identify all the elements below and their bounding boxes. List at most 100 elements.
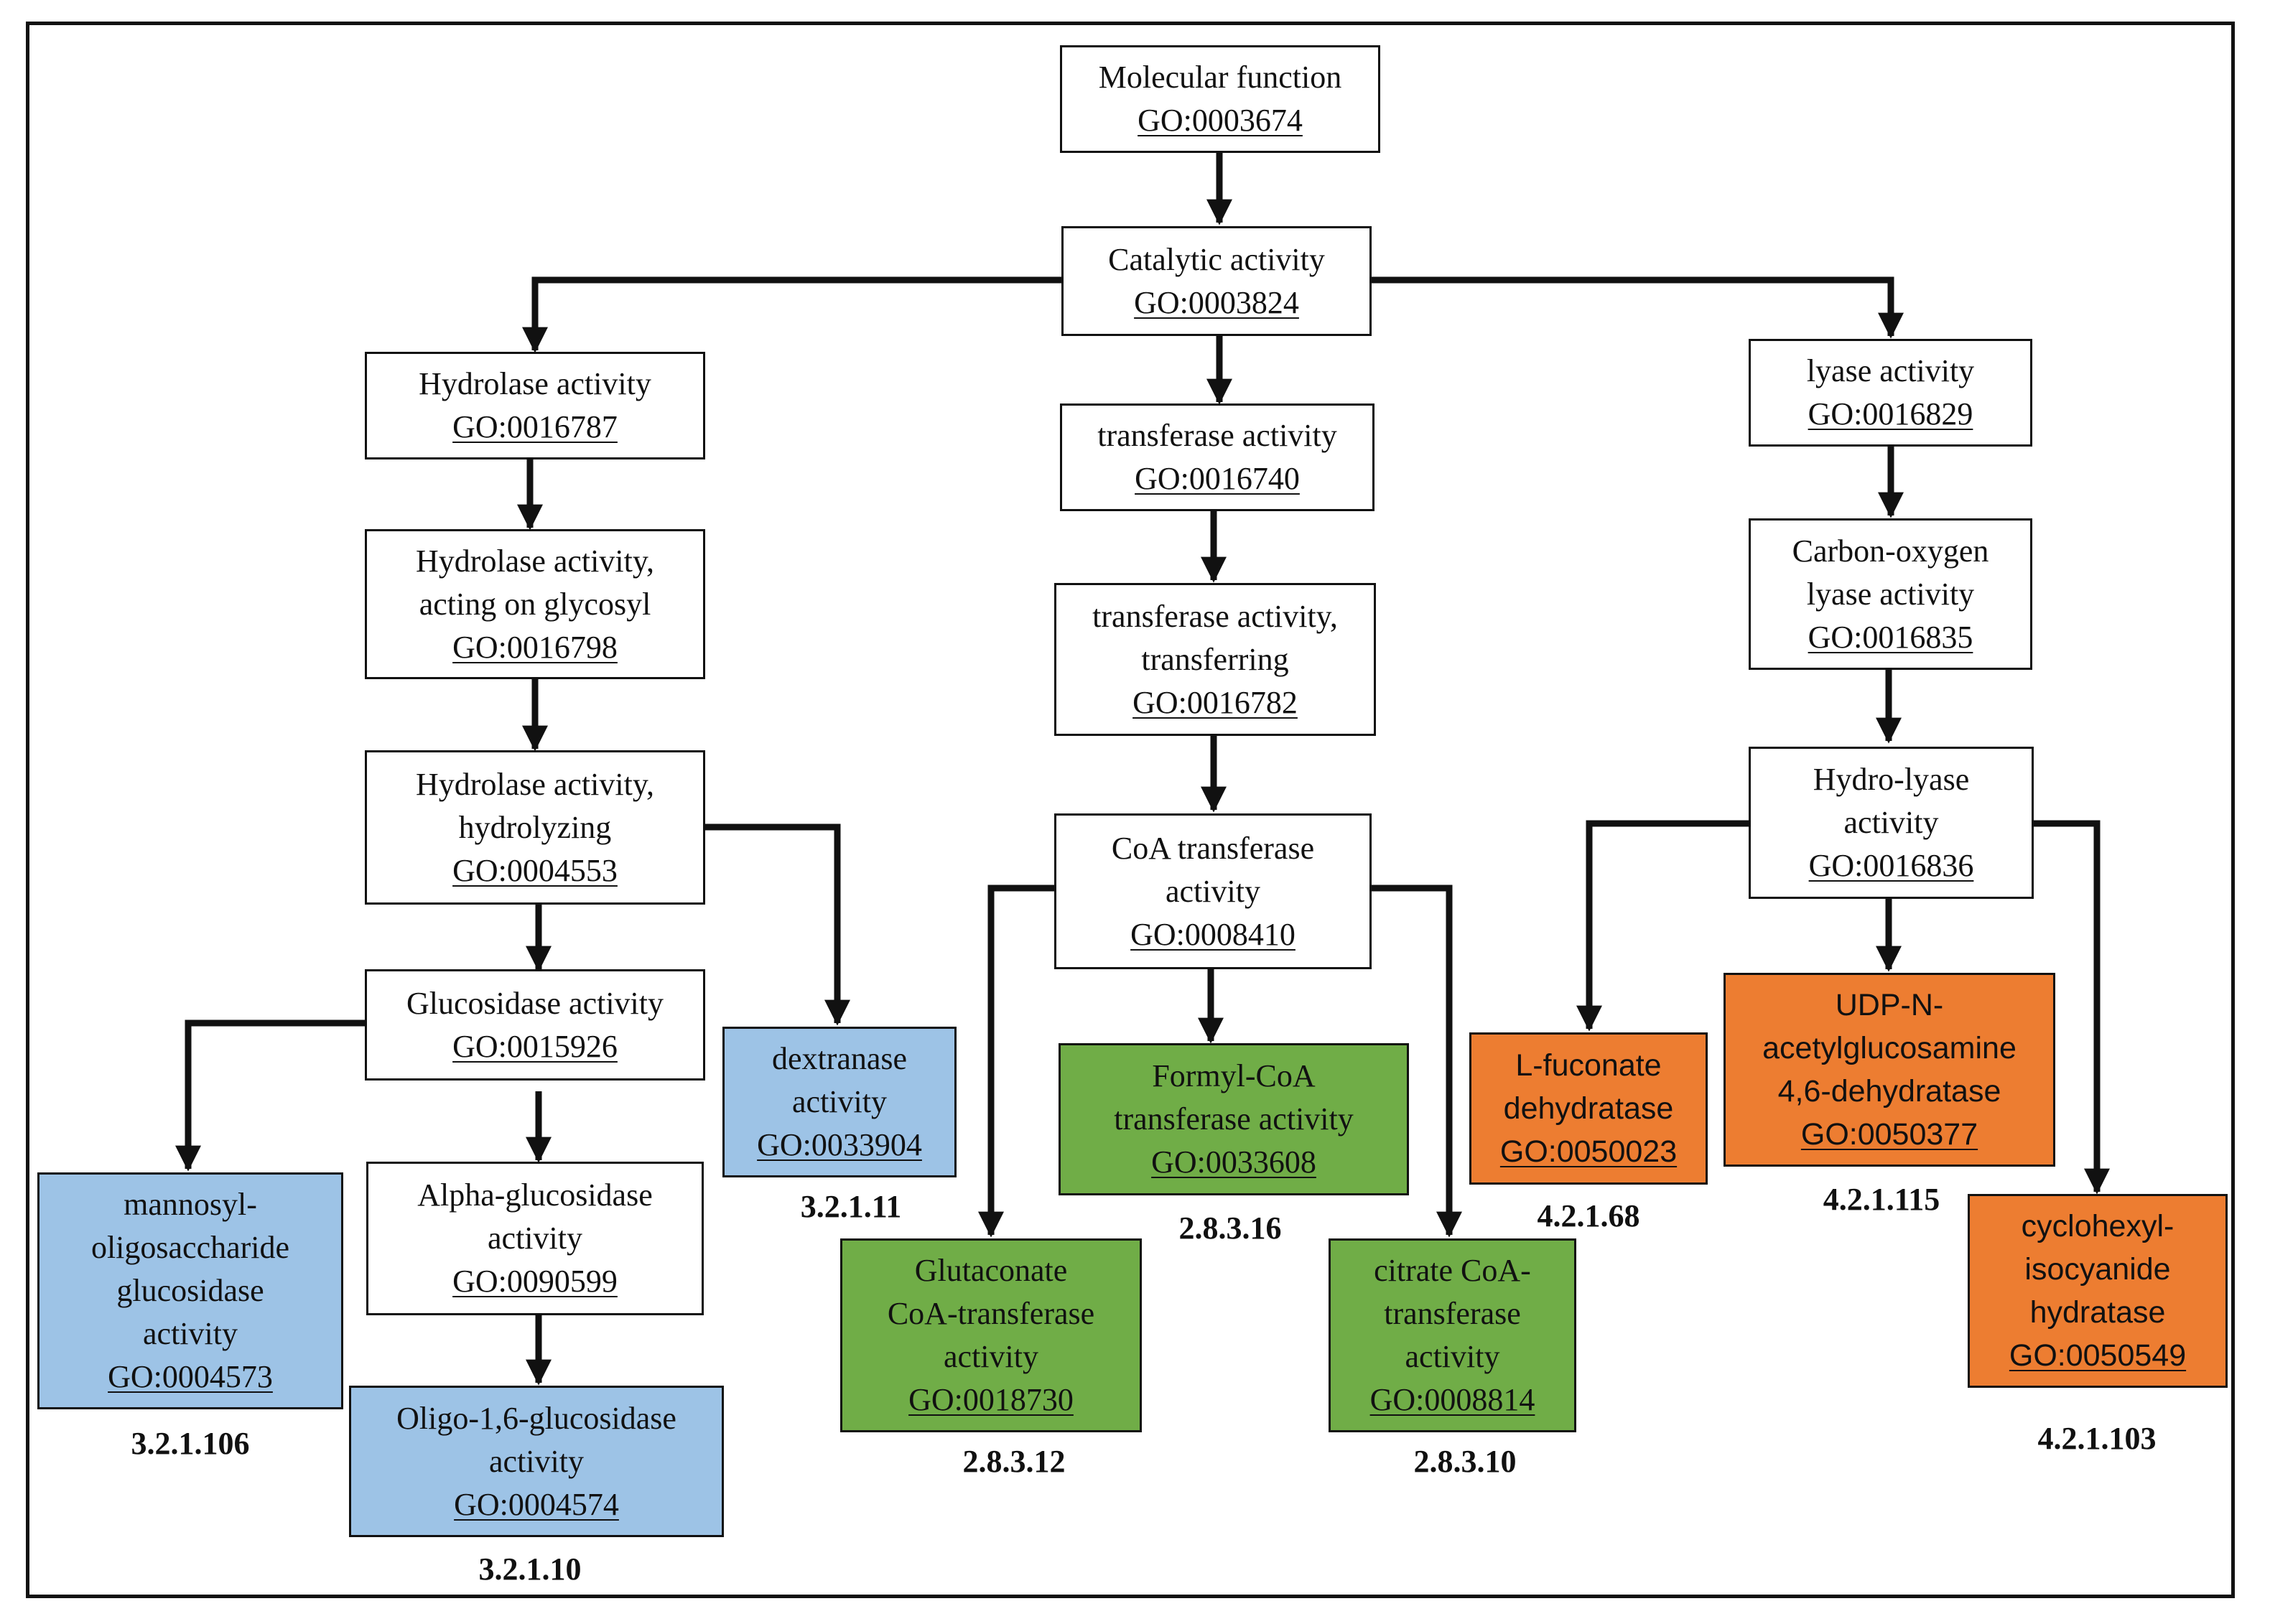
- node-label-line: UDP-N-: [1835, 988, 1944, 1022]
- go-id: GO:0016787: [452, 409, 618, 444]
- node-label-line: activity: [1843, 805, 1939, 840]
- go-id: GO:0050023: [1499, 1134, 1678, 1169]
- node-label-line: Molecular function: [1098, 60, 1342, 95]
- edge-glucosidase-to-mannosyl: [175, 1019, 365, 1172]
- node-label-line: citrate CoA-: [1374, 1253, 1531, 1288]
- node-label-line: activity: [143, 1316, 238, 1351]
- edge-hydrolyzing-to-dextranase: [705, 823, 850, 1026]
- node-citrate-coa-transferase: citrate CoA- transferase activity GO:000…: [1329, 1238, 1576, 1432]
- node-label-line: activity: [489, 1443, 584, 1479]
- go-id: GO:0050377: [1800, 1117, 1978, 1152]
- node-label-line: lyase activity: [1806, 576, 1975, 612]
- node-label-line: acetylglucosamine: [1762, 1031, 2017, 1065]
- go-id: GO:0050549: [2009, 1338, 2187, 1373]
- go-id: GO:0033608: [1151, 1144, 1316, 1180]
- edge-coa-to-citrate: [1372, 885, 1462, 1238]
- edge-hydro-lyase-to-cyclohexyl: [2034, 820, 2110, 1195]
- go-id: GO:0004574: [454, 1486, 619, 1522]
- edge-hydro-lyase-to-fuconate: [1576, 820, 1749, 1032]
- node-label-line: activity: [1405, 1339, 1500, 1374]
- node-label-line: acting on glycosyl: [419, 586, 651, 622]
- node-label-line: Oligo-1,6-glucosidase: [396, 1400, 676, 1436]
- node-label-line: CoA-transferase: [887, 1296, 1095, 1331]
- node-label-line: activity: [488, 1221, 582, 1256]
- node-hydro-lyase: Hydro-lyase activity GO:0016836: [1749, 747, 2034, 899]
- node-label-line: Hydro-lyase: [1813, 762, 1970, 797]
- node-label-line: Catalytic activity: [1108, 241, 1325, 277]
- node-udp-acetylglucosamine-dehydratase: UDP-N- acetylglucosamine 4,6-dehydratase…: [1724, 973, 2055, 1167]
- node-molecular-function: Molecular function GO:0003674: [1060, 45, 1380, 153]
- node-label-line: oligosaccharide: [90, 1230, 290, 1265]
- node-l-fuconate-dehydratase: L-fuconate dehydratase GO:0050023: [1469, 1032, 1708, 1185]
- go-id: GO:0003824: [1134, 284, 1299, 320]
- node-label-line: Hydrolase activity,: [416, 543, 654, 579]
- ec-number: 4.2.1.68: [1537, 1198, 1640, 1233]
- node-label-line: Glucosidase activity: [406, 985, 664, 1021]
- node-label-line: transferring: [1141, 641, 1289, 677]
- node-label-line: dehydratase: [1503, 1091, 1674, 1126]
- node-hydrolase-hydrolyzing: Hydrolase activity, hydrolyzing GO:00045…: [365, 750, 705, 905]
- node-carbon-oxygen-lyase: Carbon-oxygen lyase activity GO:0016835: [1749, 518, 2032, 670]
- node-hydrolase-activity: Hydrolase activity GO:0016787: [365, 352, 705, 459]
- node-formyl-coa-transferase: Formyl-CoA transferase activity GO:00336…: [1059, 1043, 1409, 1195]
- edge-catalytic-to-lyase: [1372, 276, 1904, 339]
- node-oligo-glucosidase: Oligo-1,6-glucosidase activity GO:000457…: [349, 1386, 724, 1537]
- node-label-line: glucosidase: [116, 1273, 264, 1308]
- node-label-line: transferase: [1384, 1296, 1521, 1331]
- node-label-line: mannosyl-: [124, 1187, 257, 1222]
- node-label-line: Carbon-oxygen: [1792, 533, 1989, 569]
- go-id: GO:0008410: [1130, 916, 1296, 952]
- ec-number: 3.2.1.106: [131, 1426, 250, 1461]
- node-label-line: transferase activity,: [1092, 598, 1338, 634]
- go-id: GO:0016740: [1135, 461, 1300, 496]
- ec-number: 3.2.1.10: [478, 1551, 582, 1587]
- node-label-line: transferase activity: [1097, 418, 1337, 453]
- go-id: GO:0004573: [108, 1359, 273, 1394]
- node-label-line: transferase activity: [1114, 1101, 1354, 1137]
- ec-number: 3.2.1.11: [800, 1189, 902, 1224]
- node-label-line: dextranase: [771, 1041, 908, 1076]
- go-id: GO:0018730: [908, 1382, 1074, 1417]
- go-id: GO:0090599: [452, 1264, 618, 1299]
- go-id: GO:0008814: [1369, 1382, 1535, 1417]
- edge-catalytic-to-hydrolase: [522, 276, 1061, 353]
- node-glucosidase-activity: Glucosidase activity GO:0015926: [365, 969, 705, 1081]
- node-label-line: CoA transferase: [1111, 830, 1315, 866]
- ec-number: 2.8.3.10: [1413, 1444, 1517, 1479]
- node-label-line: L-fuconate: [1515, 1048, 1662, 1083]
- node-label-line: Alpha-glucosidase: [417, 1177, 653, 1213]
- ec-number: 2.8.3.12: [962, 1444, 1066, 1479]
- node-label-line: hydratase: [2029, 1295, 2166, 1330]
- node-label-line: activity: [944, 1339, 1038, 1374]
- node-mannosyl-oligosaccharide-glucosidase: mannosyl- oligosaccharide glucosidase ac…: [37, 1172, 343, 1409]
- go-id: GO:0015926: [452, 1028, 618, 1064]
- node-dextranase-activity: dextranase activity GO:0033904: [722, 1027, 957, 1177]
- node-label-line: Formyl-CoA: [1152, 1058, 1316, 1093]
- go-id: GO:0003674: [1138, 103, 1303, 138]
- go-id: GO:0016835: [1808, 619, 1973, 655]
- go-id: GO:0004553: [452, 852, 618, 888]
- go-id: GO:0016798: [452, 629, 618, 665]
- edge-coa-to-glutaconate: [978, 885, 1054, 1238]
- node-coa-transferase: CoA transferase activity GO:0008410: [1054, 813, 1372, 969]
- node-label-line: activity: [1166, 873, 1260, 909]
- node-label-line: Glutaconate: [914, 1253, 1068, 1288]
- node-label-line: hydrolyzing: [458, 809, 612, 845]
- node-cyclohexyl-isocyanide-hydratase: cyclohexyl- isocyanide hydratase GO:0050…: [1968, 1194, 2228, 1388]
- go-id: GO:0016829: [1808, 396, 1973, 431]
- go-id: GO:0016836: [1808, 848, 1974, 883]
- ec-number: 4.2.1.103: [2037, 1421, 2157, 1456]
- node-catalytic-activity: Catalytic activity GO:0003824: [1061, 226, 1372, 336]
- node-alpha-glucosidase: Alpha-glucosidase activity GO:0090599: [366, 1162, 704, 1315]
- node-label-line: isocyanide: [2024, 1252, 2171, 1287]
- node-transferase-transferring: transferase activity, transferring GO:00…: [1054, 583, 1376, 736]
- ec-number: 4.2.1.115: [1823, 1182, 1940, 1217]
- node-hydrolase-glycosyl: Hydrolase activity, acting on glycosyl G…: [365, 529, 705, 679]
- node-label-line: cyclohexyl-: [2021, 1209, 2174, 1243]
- go-id: GO:0016782: [1132, 684, 1298, 720]
- node-transferase-activity: transferase activity GO:0016740: [1060, 403, 1374, 511]
- go-id: GO:0033904: [757, 1127, 922, 1162]
- ec-number: 2.8.3.16: [1178, 1210, 1282, 1246]
- node-label-line: activity: [792, 1084, 887, 1119]
- node-label-line: Hydrolase activity: [419, 366, 651, 401]
